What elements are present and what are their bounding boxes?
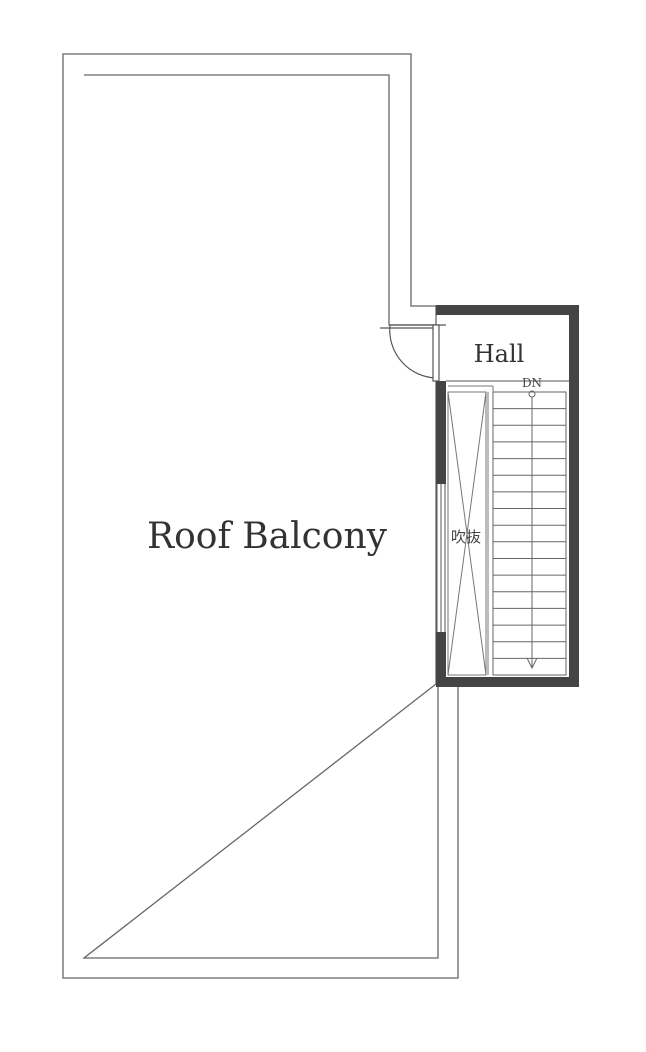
wall-left-lower	[436, 632, 446, 687]
stair-dn-label: DN	[522, 376, 542, 390]
stair-window	[436, 484, 446, 632]
staircase	[492, 391, 567, 676]
stair-direction-arrow	[526, 390, 538, 670]
hall-label: Hall	[474, 340, 525, 368]
void-cross-b	[447, 391, 487, 676]
balcony-door	[380, 324, 446, 382]
door-frame	[432, 324, 440, 382]
wall-bottom	[436, 677, 579, 687]
roof-balcony-label: Roof Balcony	[147, 516, 388, 557]
wall-top	[436, 305, 579, 315]
wall-right	[569, 305, 579, 687]
stair-outline	[492, 391, 567, 676]
door-swing-arc	[389, 324, 437, 379]
arrow-head	[526, 657, 538, 670]
wall-left-upper	[436, 381, 446, 484]
void-label: 吹抜	[451, 528, 481, 546]
void-outline	[447, 391, 487, 676]
hall-walls	[436, 305, 579, 687]
